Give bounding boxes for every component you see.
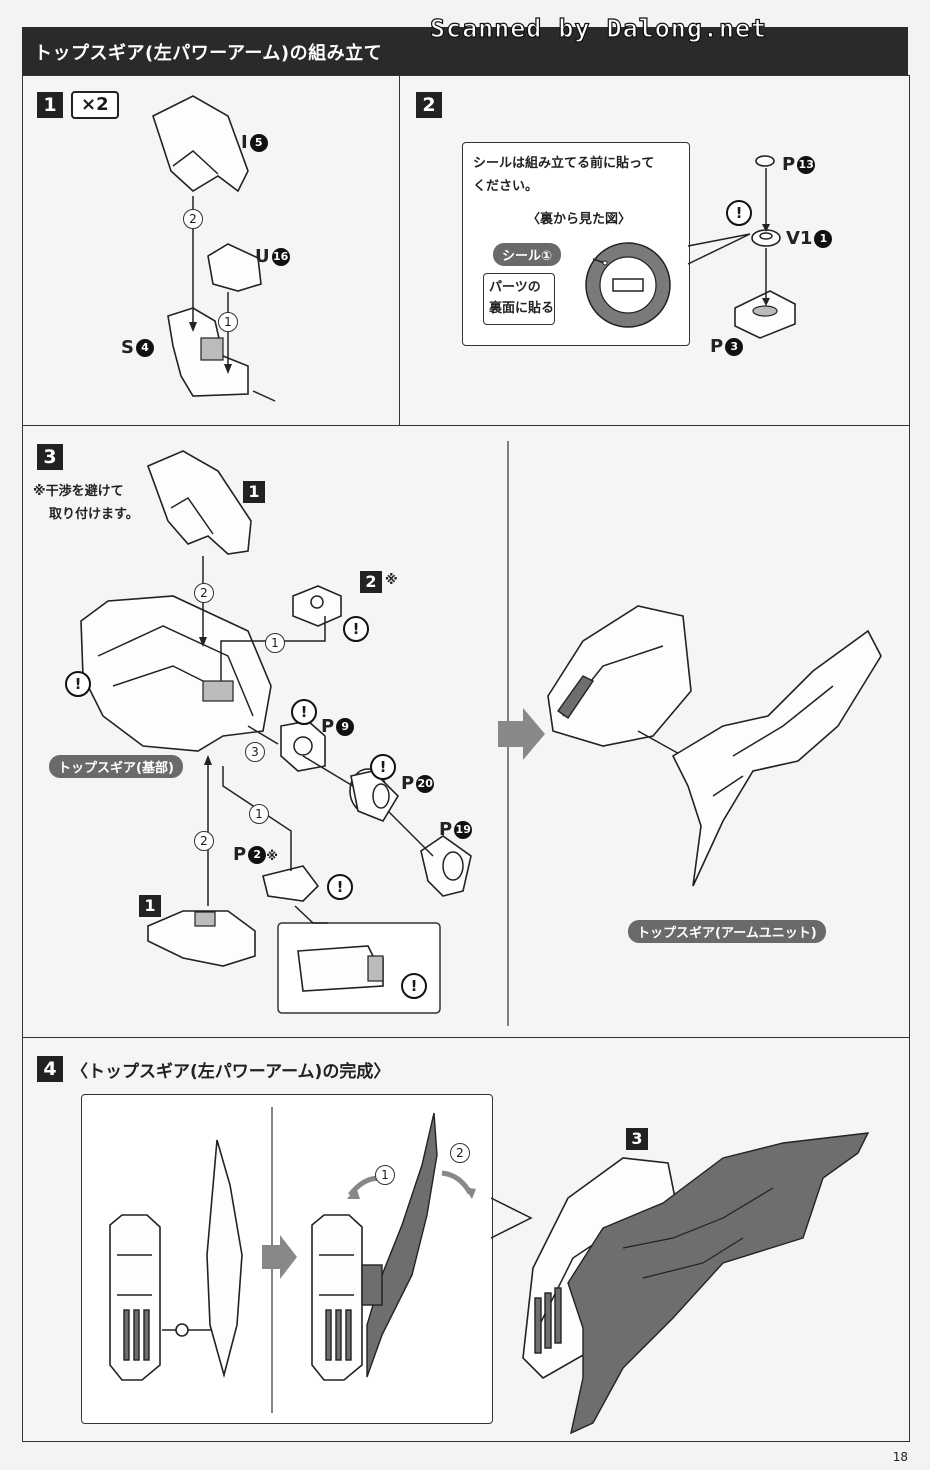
step3-diagram xyxy=(80,441,882,1026)
step3-warning-detail: ! xyxy=(401,973,427,999)
step3-ref-step2: 2 xyxy=(360,571,382,593)
step2-warning-icon: ! xyxy=(726,200,752,226)
sticker-note-line1: シールは組み立てる前に貼って xyxy=(473,156,655,171)
base-unit-label: トップスギア(基部) xyxy=(49,755,183,778)
step3-ref-step1-top: 1 xyxy=(243,481,265,503)
step1-diagram xyxy=(152,95,276,402)
step1-number: 1 xyxy=(37,92,63,118)
scan-watermark: Scanned by Dalong.net xyxy=(429,13,768,43)
apply-line2: 裏面に貼る xyxy=(489,301,555,316)
step4-number: 4 xyxy=(37,1056,63,1082)
page-number: 18 xyxy=(892,1450,908,1464)
sticker-ring-diagram xyxy=(585,242,671,328)
step3-warning-p2-top: ! xyxy=(343,616,369,642)
step3-ref-step1-bottom: 1 xyxy=(139,895,161,917)
step3-order-1-top: 1 xyxy=(265,633,285,653)
step1-multiplier: ×2 xyxy=(71,91,119,119)
sticker-label: シール① xyxy=(493,243,562,266)
step4-transform-diagram xyxy=(109,1107,476,1413)
step4-panel: 4 〈トップスギア(左パワーアーム)の完成〉 xyxy=(22,1037,910,1442)
step2-diagram xyxy=(687,155,796,339)
step4-title: 〈トップスギア(左パワーアーム)の完成〉 xyxy=(71,1062,391,1082)
step3-warning-p20: ! xyxy=(370,754,396,780)
sticker-note-line2: ください。 xyxy=(473,179,539,194)
back-view-label: 〈裏から見た図〉 xyxy=(527,212,632,227)
section-header: トップスギア(左パワーアーム)の組み立て xyxy=(22,27,908,75)
step3-order-3: 3 xyxy=(245,742,265,762)
step2-number: 2 xyxy=(416,92,442,118)
step3-order-1-bottom: 1 xyxy=(249,804,269,824)
step4-order-2: 2 xyxy=(450,1143,470,1163)
step3-order-2-bottom: 2 xyxy=(194,831,214,851)
sticker-note-box: シールは組み立てる前に貼って ください。 〈裏から見た図〉 シール① パーツの … xyxy=(462,142,690,346)
step3-ref-step2-mark: ※ xyxy=(385,573,398,588)
section-title: トップスギア(左パワーアーム)の組み立て xyxy=(34,43,383,64)
arm-unit-label: トップスギア(アームユニット) xyxy=(628,920,826,943)
apply-line1: パーツの xyxy=(489,280,541,295)
step3-panel: 3 ※干渉を避けて 取り付けます。 xyxy=(22,425,910,1039)
step3-order-2-top: 2 xyxy=(194,583,214,603)
step4-transform-box: 1 2 xyxy=(81,1094,493,1424)
apply-back-box: パーツの 裏面に貼る xyxy=(483,273,555,325)
step2-panel: 2 シールは組み立てる前に貼って ください。 〈裏から見た図〉 シール① パーツ… xyxy=(399,75,910,427)
step4-order-1: 1 xyxy=(375,1165,395,1185)
step3-note-line1: ※干渉を避けて xyxy=(33,484,124,499)
step4-final-diagram xyxy=(490,1132,870,1435)
step4-ref-step3: 3 xyxy=(626,1128,648,1150)
step3-number: 3 xyxy=(37,444,63,470)
step3-warning-p9: ! xyxy=(291,699,317,725)
step1-order-2: 2 xyxy=(183,209,203,229)
step1-order-1: 1 xyxy=(218,312,238,332)
step3-warning-base: ! xyxy=(65,671,91,697)
step3-warning-p2-bottom: ! xyxy=(327,874,353,900)
step3-note-line2: 取り付けます。 xyxy=(49,507,139,522)
